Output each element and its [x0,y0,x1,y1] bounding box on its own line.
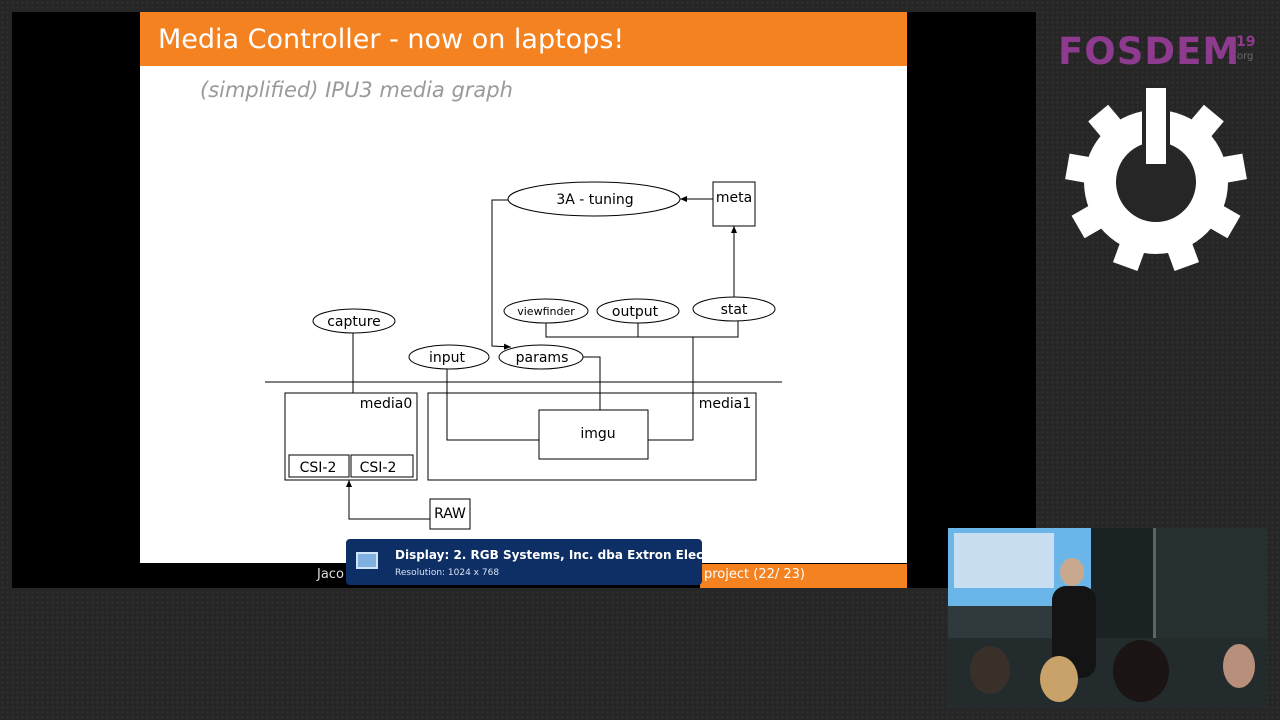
media-graph-diagram: 3A - tuning meta viewfinder output stat … [265,181,782,530]
edge-tuning-params [491,199,512,350]
viewfinder-label: viewfinder [517,305,575,318]
edge-input-imgu [446,369,539,441]
edge-raw-csi2 [346,480,430,520]
edge-imgu-outputs [648,337,694,441]
input-node [408,344,490,370]
pip-blackboard [1153,528,1267,638]
media1-label: media1 [699,396,752,412]
slide-footer-author: Jaco [317,567,344,582]
edge-output-bus [545,321,739,338]
fosdem-gear-icon [1065,84,1247,272]
csi2-a-label: CSI-2 [300,460,337,476]
imgu-box [538,409,649,460]
csi2-b-box [350,454,414,478]
fosdem-logo: FOSDEM [1058,30,1241,73]
raw-box [429,498,471,530]
fosdem-logo-year: 19 [1236,34,1256,50]
capture-label: capture [327,314,381,330]
meta-label: meta [716,190,752,206]
capture-node [312,308,396,334]
display-osd-notification: Display: 2. RGB Systems, Inc. dba Extron… [346,539,777,585]
media0-label: media0 [360,396,413,412]
slide-header [140,12,907,66]
csi2-b-label: CSI-2 [360,460,397,476]
slide-footer-accent [700,564,907,588]
speaker-figure [1060,558,1084,586]
stat-label: stat [721,302,748,318]
params-label: params [516,350,569,366]
tuning-label: 3A - tuning [556,192,633,208]
osd-resolution: Resolution: 1024 x 768 [395,568,500,578]
slide-subtitle: (simplified) IPU3 media graph [200,78,513,102]
csi2-a-box [288,454,350,478]
slide-footer-page: project (22/ 23) [704,567,805,582]
media1-box [427,392,757,481]
output-label: output [612,304,659,320]
monitor-icon [356,552,378,569]
presentation-slide: Media Controller - now on laptops! (simp… [140,12,907,588]
imgu-label: imgu [580,426,615,442]
osd-title: Display: 2. RGB Systems, Inc. dba Extron… [395,548,778,562]
fosdem-logo-org: org [1237,51,1254,62]
edge-params-imgu [583,356,601,410]
speaker-camera-pip [948,528,1267,708]
input-label: input [429,350,466,366]
slide-title: Media Controller - now on laptops! [158,24,625,55]
raw-label: RAW [434,506,466,522]
